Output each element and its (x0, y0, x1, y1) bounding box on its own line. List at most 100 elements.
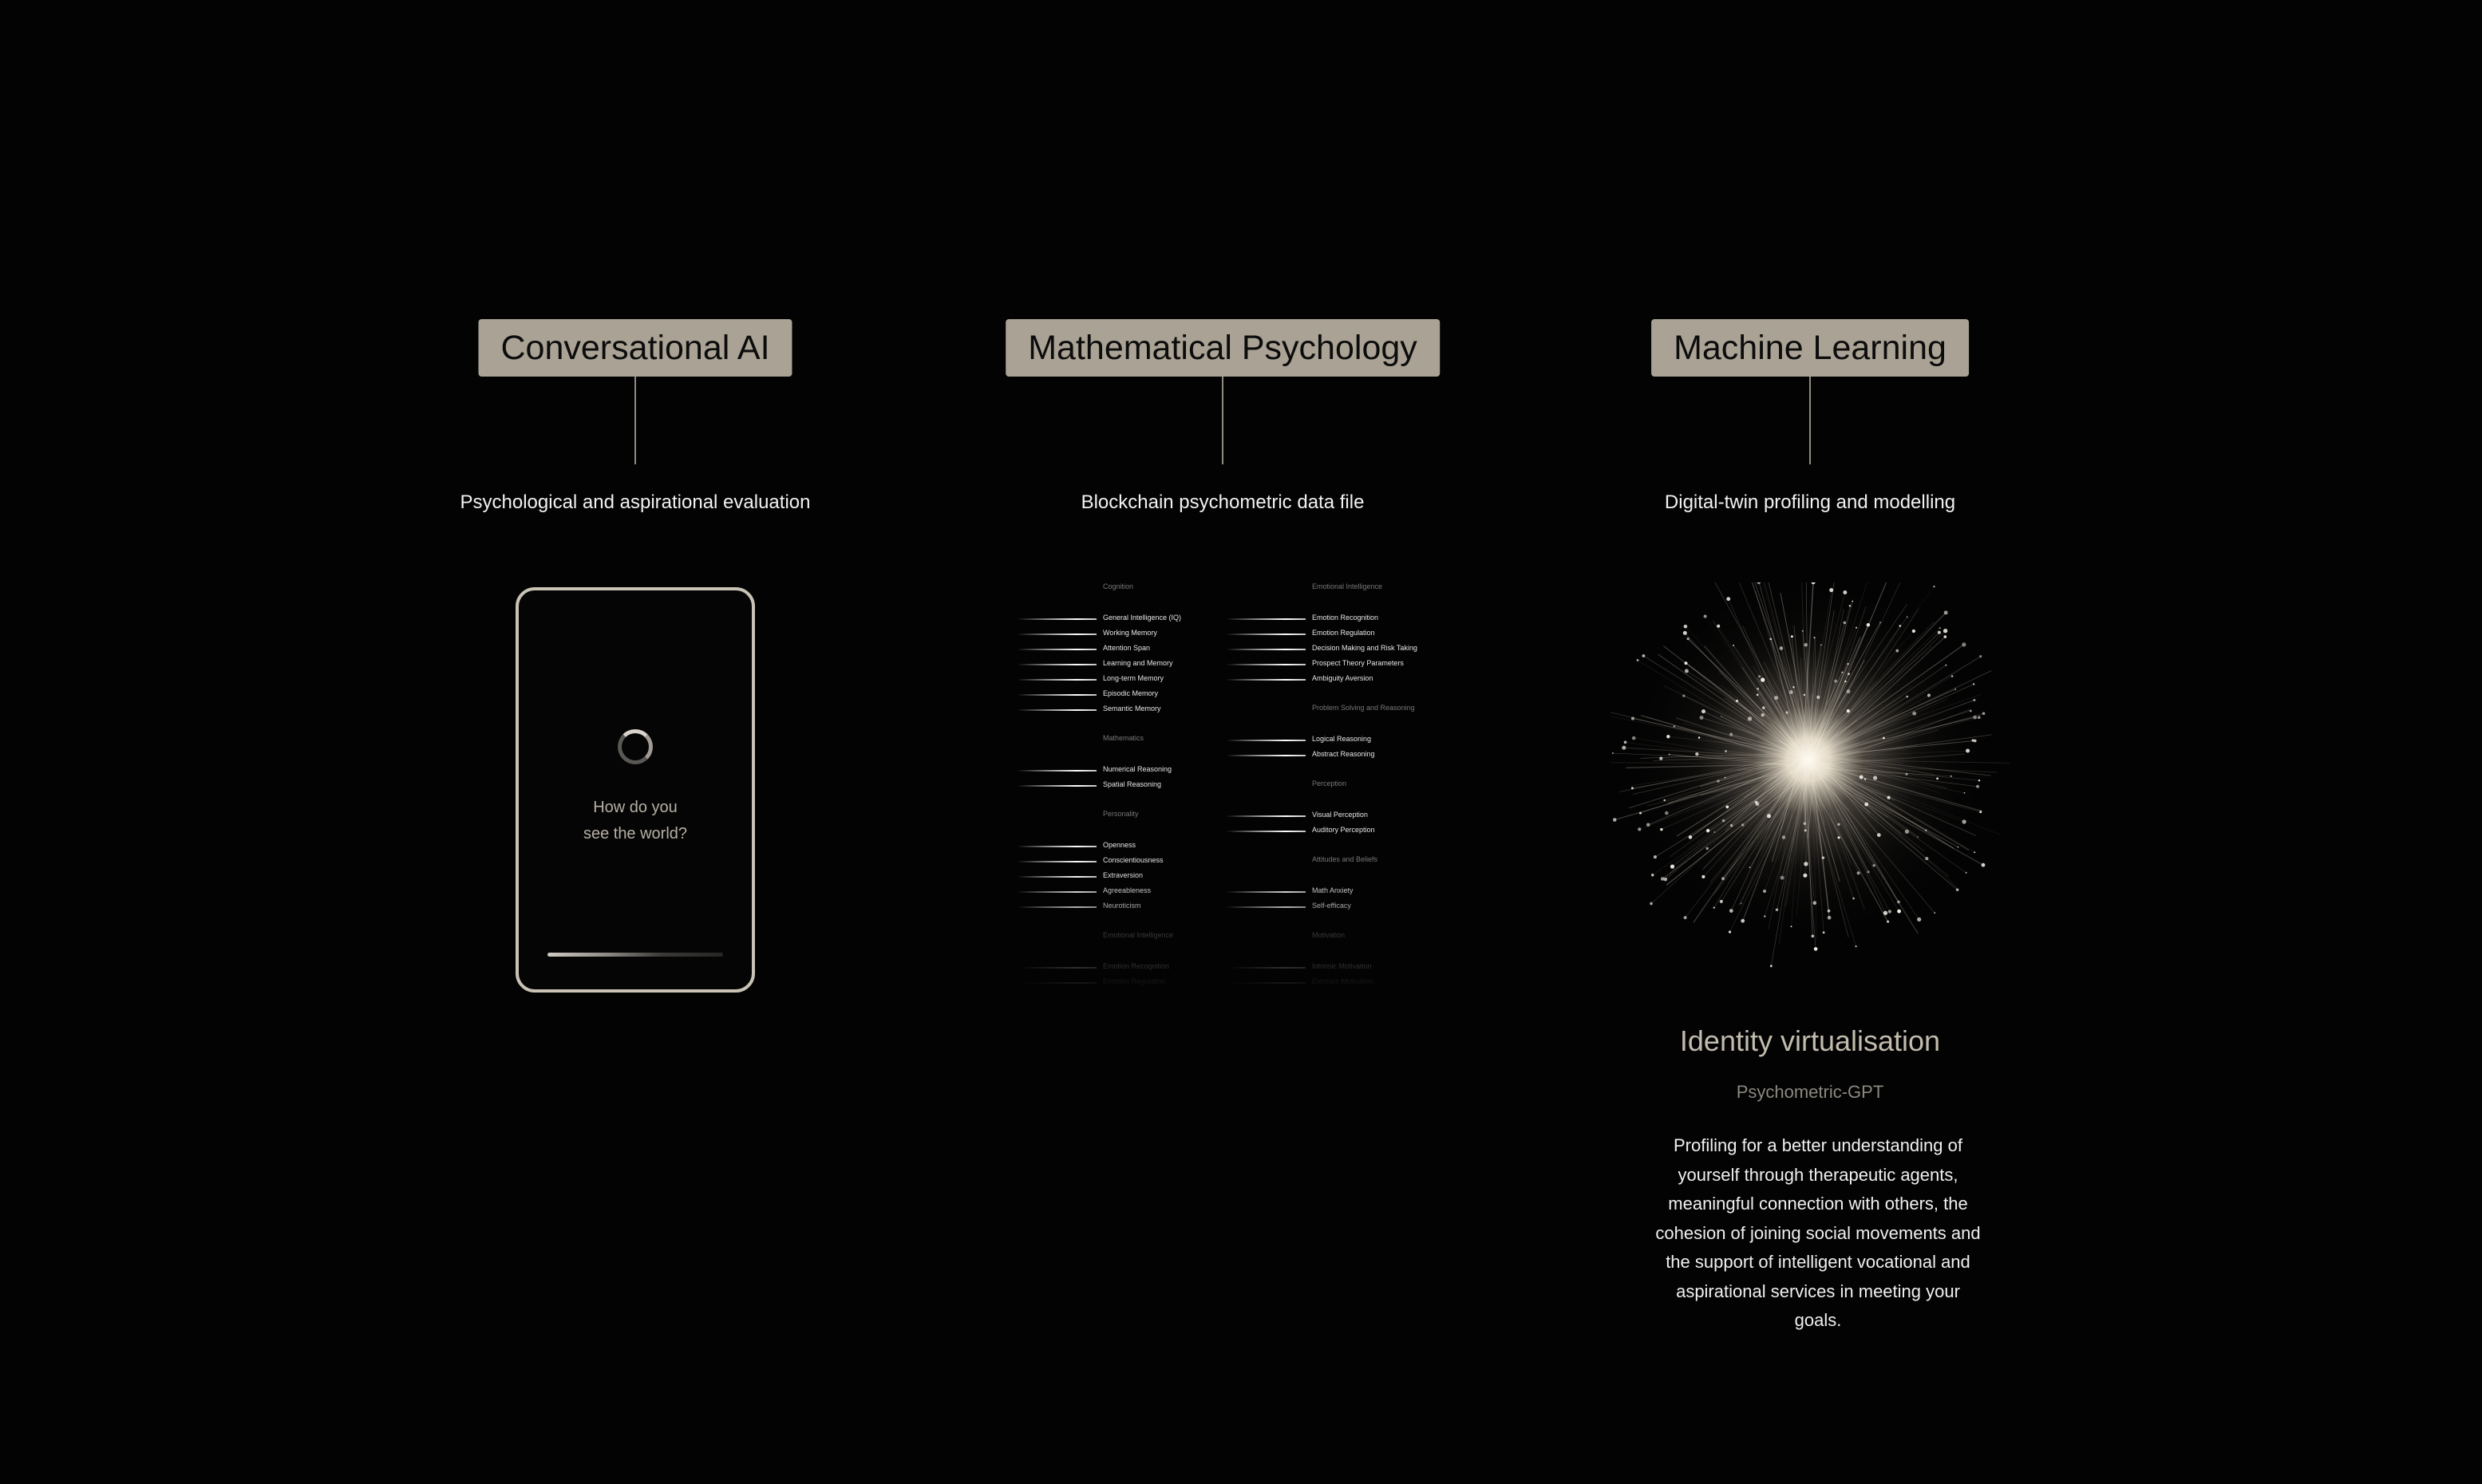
psychometric-item: Learning and Memory (1017, 657, 1228, 672)
psychometric-value-line (1226, 982, 1306, 984)
psychometric-item: Extraversion (1017, 869, 1228, 884)
network-node (1713, 906, 1715, 909)
network-node (1803, 873, 1808, 878)
psychometric-value-line (1226, 740, 1306, 741)
psychometric-category: Cognition (1017, 581, 1228, 596)
psychometric-value-line (1017, 618, 1097, 620)
network-node (1740, 902, 1742, 905)
network-node (1906, 616, 1908, 618)
network-node (1789, 690, 1793, 694)
network-node (1957, 846, 1959, 848)
psychometric-item: Visual Perception (1226, 808, 1437, 823)
network-node (1804, 829, 1807, 832)
network-node (1820, 644, 1822, 646)
network-node (1827, 915, 1832, 920)
psychometric-item: Emotion Recognition (1226, 611, 1437, 626)
psychometric-value-line (1226, 831, 1306, 832)
network-node (1980, 810, 1982, 812)
network-node (1721, 819, 1725, 823)
network-node (1683, 624, 1688, 629)
psychometric-gap (1226, 990, 1437, 1005)
network-node (1683, 916, 1687, 920)
psychometric-gap (1226, 839, 1437, 854)
psychometric-item-label: Agreeableness (1103, 886, 1152, 894)
identity-description: Profiling for a better understanding of … (1655, 1135, 1981, 1330)
network-node (1846, 689, 1851, 694)
network-node (1761, 677, 1765, 682)
network-node (1769, 965, 1773, 968)
psychometric-item-label: Semantic Memory (1103, 705, 1161, 712)
network-node (1934, 912, 1936, 914)
network-node (1927, 693, 1931, 697)
network-node (1650, 874, 1654, 877)
network-node (1965, 871, 1967, 874)
psychometric-item: Auditory Perception (1226, 823, 1437, 839)
network-node (1764, 915, 1766, 918)
psychometric-value-line (1226, 664, 1306, 665)
network-node (1821, 856, 1825, 859)
psychometric-category: Emotional Intelligence (1017, 929, 1228, 945)
network-node (1943, 629, 1948, 633)
network-node (1631, 736, 1636, 740)
psychometric-item-label: Emotion Recognition (1312, 614, 1379, 622)
psychometric-category: Attitudes and Beliefs (1226, 854, 1437, 869)
network-node (1630, 787, 1634, 790)
psychometric-item-label: Ambiguity Aversion (1312, 674, 1373, 682)
network-node (1887, 795, 1891, 799)
network-node (1688, 835, 1693, 839)
psychometric-gap (1017, 990, 1228, 1005)
network-node (1664, 811, 1669, 815)
network-node (1717, 624, 1721, 628)
network-node (1755, 802, 1760, 807)
network-node (1925, 857, 1929, 861)
network-node (1612, 818, 1617, 822)
network-node (1906, 695, 1909, 698)
psychometric-value-line (1017, 876, 1097, 878)
psychometric-item-label: Attention Span (1103, 644, 1151, 652)
psychometric-category: Perception (1226, 778, 1437, 793)
psychometric-gap (1226, 763, 1437, 778)
network-node (1735, 699, 1739, 703)
network-node (1639, 811, 1642, 815)
psychometric-value-line (1017, 770, 1097, 772)
network-node (1981, 862, 1986, 867)
network-node (1756, 693, 1759, 697)
network-node (1883, 736, 1885, 740)
network-node (1780, 875, 1784, 880)
phone-question-line-1: How do you (593, 799, 678, 816)
connector-line (1809, 377, 1811, 464)
connector-line (634, 377, 636, 464)
psychometric-category: Mathematics (1017, 732, 1228, 748)
network-node (1979, 655, 1982, 658)
network-node (1747, 716, 1753, 721)
psychometric-category: Problem Solving and Reasoning (1226, 702, 1437, 717)
psychometric-item-label: Numerical Reasoning (1103, 765, 1172, 773)
network-node (1829, 588, 1834, 593)
network-node (1668, 753, 1670, 756)
psychometric-item-label: Episodic Memory (1103, 689, 1159, 697)
network-node (1973, 698, 1976, 702)
network-node (1670, 864, 1675, 869)
subtitle-machine-learning: Digital-twin profiling and modelling (1664, 491, 1956, 513)
psychometric-item: Abstract Reasoning (1226, 748, 1437, 763)
psychometric-item-label: Extraversion (1103, 871, 1144, 879)
psychometric-gap (1226, 687, 1437, 702)
network-node (1729, 732, 1733, 736)
psychometric-item-label: Emotion Regulation (1312, 629, 1375, 637)
network-node (1758, 675, 1761, 678)
psychometric-category-label: Personality (1103, 810, 1139, 818)
network-node (1763, 890, 1766, 893)
network-node (1966, 748, 1970, 753)
psychometric-item: Long-term Memory (1017, 672, 1228, 687)
psychometric-item-label: Extrinsic Motivation (1312, 977, 1374, 985)
psychometric-item-label: Conscientiousness (1103, 856, 1164, 864)
network-node (1973, 739, 1977, 743)
network-node (1732, 644, 1735, 646)
psychometric-category-label: Motivation (1312, 931, 1346, 939)
psychometric-item: Extrinsic Motivation (1226, 975, 1437, 990)
network-node (1650, 902, 1653, 906)
psychometric-category-label: Cognition (1103, 582, 1134, 590)
network-node (1721, 877, 1725, 881)
network-node (1848, 604, 1852, 607)
